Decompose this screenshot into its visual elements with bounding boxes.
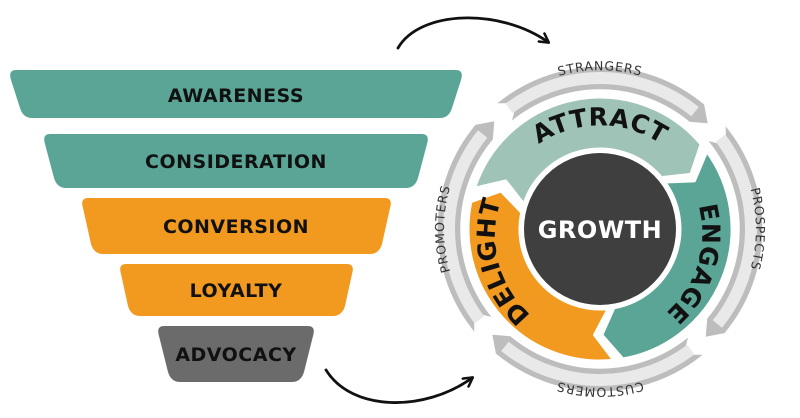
inner-ring-segment-attract <box>473 95 703 206</box>
growth-label: GROWTH <box>538 216 663 244</box>
funnel-stage-awareness: AWARENESS <box>10 70 462 118</box>
ring-label-prospects: PROSPECTS <box>748 186 768 272</box>
outer-ring-segment-inner <box>501 341 695 387</box>
outer-ring-segment-inner <box>712 134 758 328</box>
outer-ring-segment-inner <box>442 130 488 324</box>
growth-hub <box>524 153 676 305</box>
outer-ring-segment-inner <box>505 71 699 117</box>
funnel-stage-label: LOYALTY <box>190 280 283 302</box>
funnel-stage-consideration: CONSIDERATION <box>44 134 428 188</box>
inner-ring-segment-delight <box>466 189 616 363</box>
flywheel: GROWTH STRANGERS PROSPECTS CUSTOMERS PRO… <box>432 58 768 400</box>
outer-ring-segment <box>493 65 710 125</box>
funnel-stage-conversion: CONVERSION <box>82 198 391 254</box>
top-curved-arrow <box>396 16 548 50</box>
outer-ring-segment <box>490 333 707 393</box>
ring-label-promoters: PROMOTERS <box>432 183 453 274</box>
funnel-stage-label: CONVERSION <box>163 216 309 238</box>
inner-ring <box>466 95 734 363</box>
ring-label-customers: CUSTOMERS <box>555 379 646 400</box>
funnel-stage-label: ADVOCACY <box>175 344 296 366</box>
funnel: AWARENESS CONSIDERATION CONVERSION LOYAL… <box>10 70 462 382</box>
bottom-curved-arrow <box>324 368 472 404</box>
funnel-stage-label: AWARENESS <box>168 85 304 107</box>
outer-ring-segment <box>704 122 764 339</box>
funnel-stage-loyalty: LOYALTY <box>120 264 353 316</box>
outer-ring <box>436 65 764 393</box>
outer-ring-segment <box>436 119 496 336</box>
inner-ring-segment-engage <box>600 149 734 361</box>
ring-label-strangers: STRANGERS <box>556 58 644 79</box>
funnel-stage-label: CONSIDERATION <box>145 151 327 173</box>
funnel-stage-advocacy: ADVOCACY <box>158 326 314 382</box>
